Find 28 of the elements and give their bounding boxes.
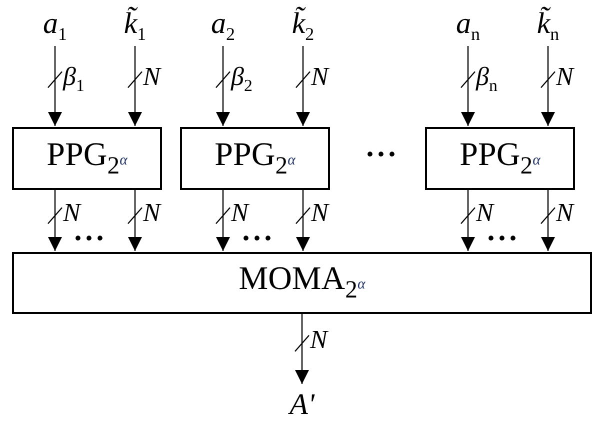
bus-arrow bbox=[295, 45, 311, 127]
bus-arrow bbox=[295, 189, 311, 252]
signal-label: A' bbox=[277, 385, 327, 425]
signal-label: a$_{1}$ bbox=[30, 6, 80, 46]
signal-label: a$_{n}$ bbox=[443, 6, 493, 46]
signal-label: a$_{2}$ bbox=[198, 6, 248, 46]
bus-arrow bbox=[540, 189, 556, 252]
signal-label: k̃$_{n}$ bbox=[523, 6, 573, 46]
ellipsis: ··· bbox=[486, 224, 520, 254]
process-box bbox=[12, 252, 592, 314]
bus-arrow bbox=[294, 313, 310, 385]
bus-arrow bbox=[47, 189, 63, 252]
ellipsis: ··· bbox=[241, 224, 274, 254]
ellipsis: ··· bbox=[365, 140, 398, 170]
signal-label: k̃$_{2}$ bbox=[278, 6, 328, 46]
bus-arrow bbox=[460, 189, 476, 252]
bus-arrow bbox=[460, 45, 476, 127]
bus-arrow bbox=[127, 45, 143, 127]
process-box bbox=[12, 127, 162, 190]
ellipsis: ··· bbox=[73, 224, 106, 254]
bus-arrow bbox=[127, 189, 143, 252]
bus-arrow bbox=[215, 189, 231, 252]
bus-arrow bbox=[215, 45, 231, 127]
signal-label: k̃$_{1}$ bbox=[110, 6, 160, 46]
bus-arrow bbox=[540, 45, 556, 127]
bus-arrow bbox=[47, 45, 63, 127]
process-box bbox=[425, 127, 575, 190]
process-box bbox=[180, 127, 330, 190]
